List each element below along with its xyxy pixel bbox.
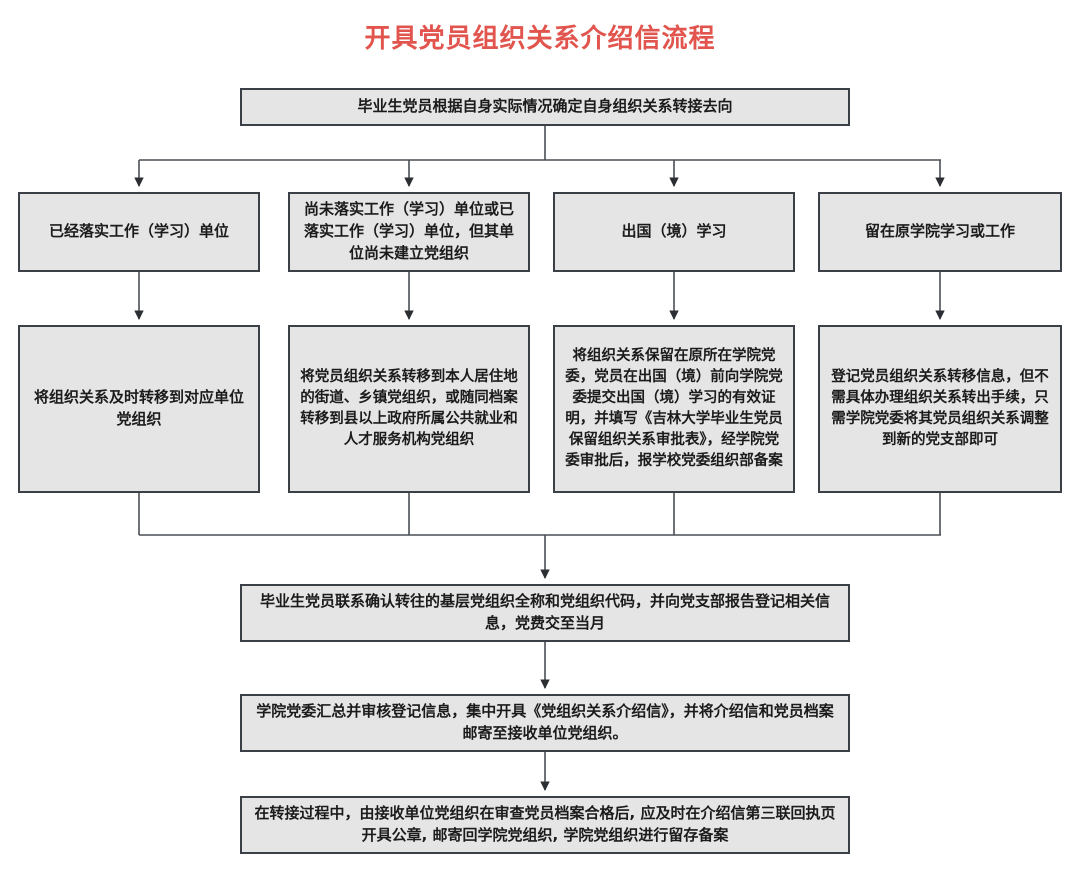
node-branch-3-condition-label: 出国（境）学习 (621, 222, 727, 241)
node-step-1: 毕业生党员联系确认转往的基层党组织全称和党组织代码，并向党支部报告登记相关信息，… (240, 584, 850, 642)
node-branch-3-action-label: 将组织关系保留在原所在学院党委，党员在出国（境）前向学院党委提交出国（境）学习的… (565, 347, 783, 470)
node-branch-2-condition-label: 尚未落实工作（学习）单位或已落实工作（学习）单位，但其单位尚未建立党组织 (303, 200, 514, 262)
node-start-label: 毕业生党员根据自身实际情况确定自身组织关系转接去向 (357, 97, 733, 116)
node-branch-3-action: 将组织关系保留在原所在学院党委，党员在出国（境）前向学院党委提交出国（境）学习的… (553, 325, 795, 493)
node-branch-1-action: 将组织关系及时转移到对应单位党组织 (18, 325, 260, 493)
node-step-1-label: 毕业生党员联系确认转往的基层党组织全称和党组织代码，并向党支部报告登记相关信息，… (259, 592, 830, 632)
node-branch-1-condition-label: 已经落实工作（学习）单位 (48, 222, 229, 241)
node-step-3-label: 在转接过程中，由接收单位党组织在审查党员档案合格后, 应及时在介绍信第三联回执页… (254, 804, 836, 844)
node-branch-4-action: 登记党员组织关系转移信息，但不需具体办理组织关系转出手续，只需学院党委将其党员组… (818, 325, 1062, 493)
node-branch-4-action-label: 登记党员组织关系转移信息，但不需具体办理组织关系转出手续，只需学院党委将其党员组… (831, 368, 1049, 449)
node-step-3: 在转接过程中，由接收单位党组织在审查党员档案合格后, 应及时在介绍信第三联回执页… (240, 796, 850, 854)
node-branch-4-condition-label: 留在原学院学习或工作 (864, 222, 1015, 241)
node-branch-2-action-label: 将党员组织关系转移到本人居住地的街道、乡镇党组织，或随同档案转移到县以上政府所属… (300, 368, 518, 449)
node-branch-2-condition: 尚未落实工作（学习）单位或已落实工作（学习）单位，但其单位尚未建立党组织 (288, 192, 530, 272)
node-branch-2-action: 将党员组织关系转移到本人居住地的街道、乡镇党组织，或随同档案转移到县以上政府所属… (288, 325, 530, 493)
page-title: 开具党员组织关系介绍信流程 (364, 24, 716, 54)
node-branch-1-condition: 已经落实工作（学习）单位 (18, 192, 260, 272)
node-step-2-label: 学院党委汇总并审核登记信息，集中开具《党组织关系介绍信》，并将介绍信和党员档案邮… (256, 702, 834, 742)
node-branch-3-condition: 出国（境）学习 (553, 192, 795, 272)
node-branch-1-action-label: 将组织关系及时转移到对应单位党组织 (33, 388, 244, 428)
node-start: 毕业生党员根据自身实际情况确定自身组织关系转接去向 (240, 88, 850, 126)
node-branch-4-condition: 留在原学院学习或工作 (818, 192, 1062, 272)
node-step-2: 学院党委汇总并审核登记信息，集中开具《党组织关系介绍信》，并将介绍信和党员档案邮… (240, 694, 850, 752)
